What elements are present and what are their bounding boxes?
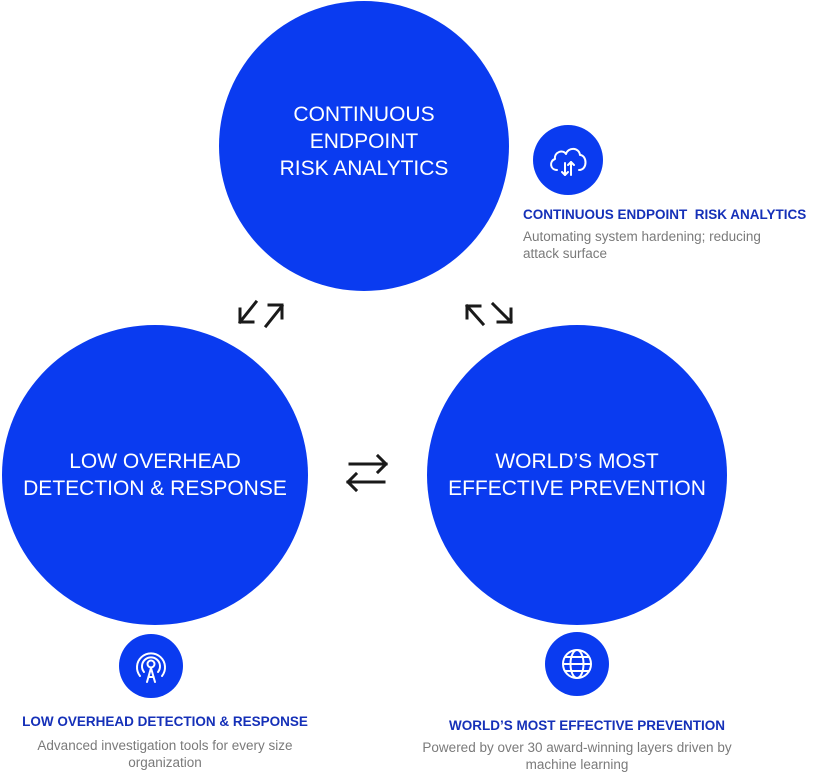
node-risk-analytics-label: CONTINUOUS ENDPOINT RISK ANALYTICS <box>279 102 449 180</box>
node-detection-response-label: LOW OVERHEAD DETECTION & RESPONSE <box>23 450 287 500</box>
node-risk-analytics: CONTINUOUS ENDPOINT RISK ANALYTICS <box>219 1 509 291</box>
bidirectional-diagonal-arrows-icon <box>464 301 514 327</box>
bidirectional-diagonal-arrows-icon <box>237 299 285 329</box>
node-prevention-label: WORLD’S MOST EFFECTIVE PREVENTION <box>448 450 706 500</box>
detection-response-badge <box>119 634 183 698</box>
detection-response-description: Advanced investigation tools for every s… <box>37 738 293 770</box>
globe-icon <box>562 649 592 679</box>
prevention-description: Powered by over 30 award-winning layers … <box>422 740 732 772</box>
node-prevention: WORLD’S MOST EFFECTIVE PREVENTION <box>427 325 727 625</box>
prevention-badge <box>545 632 609 696</box>
bidirectional-horizontal-arrows-icon <box>345 453 389 493</box>
node-detection-response: LOW OVERHEAD DETECTION & RESPONSE <box>2 325 308 625</box>
risk-analytics-badge <box>533 125 603 195</box>
broadcast-tower-icon <box>136 652 166 683</box>
prevention-title: WORLD’S MOST EFFECTIVE PREVENTION <box>448 718 725 733</box>
risk-analytics-title: CONTINUOUS ENDPOINT RISK ANALYTICS <box>523 207 807 222</box>
detection-response-title: LOW OVERHEAD DETECTION & RESPONSE <box>22 714 308 729</box>
risk-analytics-description: Automating system hardening; reducing at… <box>523 229 761 261</box>
cloud-sync-icon <box>550 147 587 176</box>
